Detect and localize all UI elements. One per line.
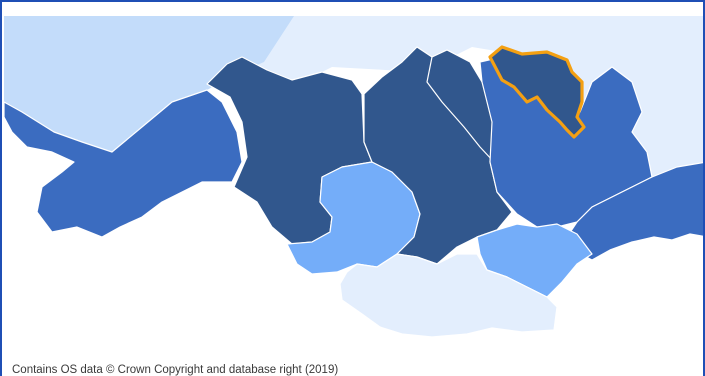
neighbour-region-north [222, 16, 703, 177]
area-west[interactable] [3, 89, 243, 238]
area-north-east-selected[interactable] [488, 45, 586, 139]
area-south-coast[interactable] [339, 253, 558, 338]
neighbour-region-northwest [4, 16, 294, 152]
map-attribution: Contains OS data © Crown Copyright and d… [12, 364, 339, 376]
